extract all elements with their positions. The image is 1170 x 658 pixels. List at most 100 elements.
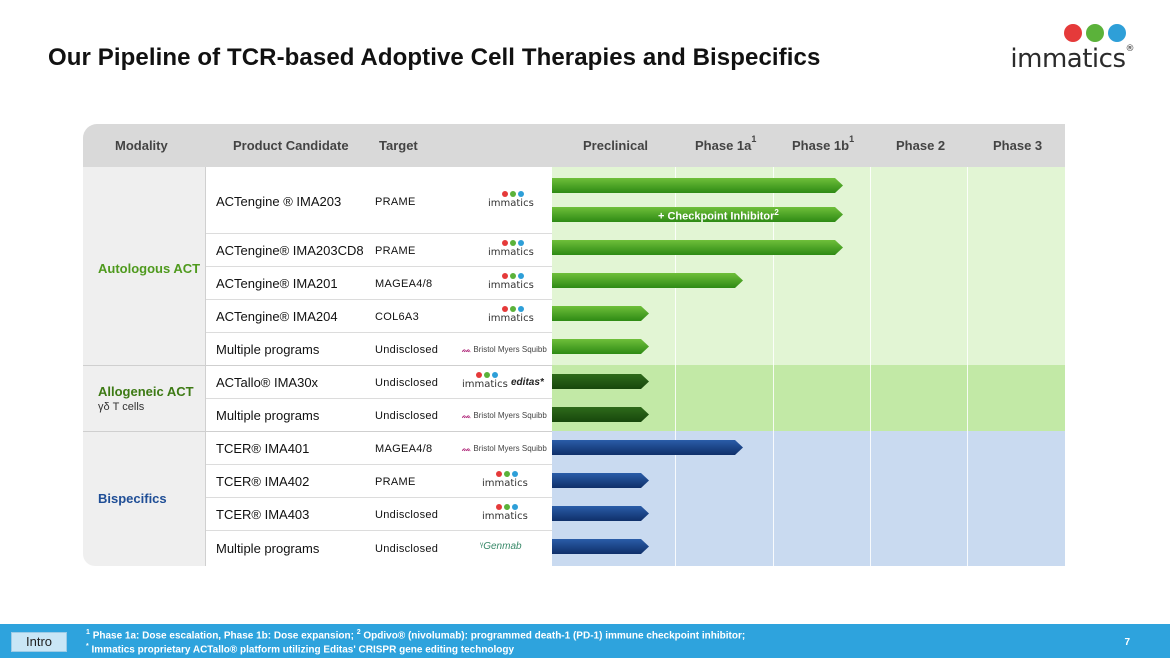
phase-divider bbox=[870, 167, 871, 566]
partner-dot-blue bbox=[518, 306, 524, 312]
pipeline-bar bbox=[552, 273, 743, 288]
pipeline-bar bbox=[552, 473, 649, 488]
page-title: Our Pipeline of TCR-based Adoptive Cell … bbox=[48, 44, 821, 71]
header-phase1a-text: Phase 1a bbox=[695, 138, 752, 153]
immatics-logo: immatics® bbox=[1010, 24, 1136, 74]
partner-logo-text: Genmab bbox=[483, 541, 522, 552]
row-divider bbox=[206, 398, 552, 399]
logo-dot-blue bbox=[1108, 24, 1126, 42]
phase-bg-autologous bbox=[552, 167, 1065, 365]
partner-logo-immatics: immatics bbox=[488, 273, 534, 291]
footnote-3-text: Immatics proprietary ACTallo® platform u… bbox=[91, 644, 515, 656]
logo-text: immatics bbox=[1010, 44, 1126, 74]
candidate-name: Multiple programs bbox=[216, 541, 320, 556]
partner-logo-text: immatics bbox=[488, 198, 534, 209]
phase-divider bbox=[675, 167, 676, 566]
target-name: COL6A3 bbox=[375, 311, 419, 323]
partner-logo-text: immatics bbox=[482, 478, 528, 489]
partner-logo-immatics: immatics bbox=[488, 240, 534, 258]
header-phase3: Phase 3 bbox=[993, 138, 1043, 153]
header-product: Product Candidate bbox=[233, 138, 349, 153]
partner-logo-text: Bristol Myers Squibb bbox=[473, 345, 547, 354]
partner-dot-blue bbox=[518, 273, 524, 279]
partner-logo-text: immatics bbox=[488, 313, 534, 324]
partner-dot-green bbox=[510, 273, 516, 279]
modality-cell-autologous bbox=[83, 167, 206, 365]
partner-dot-blue bbox=[518, 240, 524, 246]
pipeline-bar bbox=[552, 539, 649, 554]
header-phase1b-text: Phase 1b bbox=[792, 138, 850, 153]
group-label-allogeneic: Allogeneic ACT bbox=[98, 384, 194, 399]
partner-dot-green bbox=[484, 372, 490, 378]
partner-logo-dots bbox=[476, 372, 500, 379]
candidate-name: ACTengine® IMA203CD8 bbox=[216, 243, 364, 258]
partner-dot-red bbox=[476, 372, 482, 378]
header-phase1a-sup: 1 bbox=[751, 134, 757, 144]
target-name: Undisclosed bbox=[375, 344, 439, 356]
pipeline-bar bbox=[552, 178, 843, 193]
pipeline-bar bbox=[552, 207, 843, 222]
partner-logo-immatics: immatics bbox=[482, 471, 528, 489]
footnote-line-2: * Immatics proprietary ACTallo® platform… bbox=[86, 643, 514, 655]
row-divider bbox=[206, 233, 552, 234]
header-preclinical: Preclinical bbox=[583, 138, 649, 153]
target-name: MAGEA4/8 bbox=[375, 278, 433, 290]
pipeline-bar bbox=[552, 339, 649, 354]
logo-registered: ® bbox=[1125, 44, 1135, 54]
checkpoint-inhibitor-label: + Checkpoint Inhibitor2 bbox=[658, 208, 779, 223]
row-divider bbox=[206, 497, 552, 498]
bms-mark-icon: ᨐ bbox=[462, 411, 472, 420]
row-divider bbox=[206, 530, 552, 531]
partner-logo-immatics: immatics bbox=[488, 191, 534, 209]
target-name: Undisclosed bbox=[375, 509, 439, 521]
partner-logo-text: immatics bbox=[488, 247, 534, 258]
checkpoint-inhibitor-text: + Checkpoint Inhibitor bbox=[658, 210, 775, 223]
row-divider bbox=[206, 332, 552, 333]
page-number: 7 bbox=[1124, 637, 1130, 648]
footer-bar: Intro 1 Phase 1a: Dose escalation, Phase… bbox=[0, 624, 1170, 658]
footnote-3-marker: * bbox=[86, 643, 89, 650]
partner-logo-dots bbox=[496, 504, 520, 511]
group-sublabel-allogeneic: γδ T cells bbox=[98, 401, 145, 413]
candidate-name: TCER® IMA402 bbox=[216, 474, 310, 489]
partner-dot-green bbox=[504, 471, 510, 477]
phase-divider bbox=[967, 167, 968, 566]
pipeline-bar bbox=[552, 407, 649, 422]
row-divider bbox=[206, 464, 552, 465]
candidate-name: ACTengine® IMA201 bbox=[216, 276, 338, 291]
partner-dot-blue bbox=[518, 191, 524, 197]
partner-logo-editas: editas* bbox=[511, 377, 544, 388]
target-name: Undisclosed bbox=[375, 543, 439, 555]
candidate-name: Multiple programs bbox=[216, 408, 320, 423]
genmab-mark-icon: ᵞ bbox=[480, 541, 484, 552]
pipeline-bar bbox=[552, 440, 743, 455]
partner-logo-dots bbox=[502, 273, 526, 280]
row-divider bbox=[206, 266, 552, 267]
header-phase1a: Phase 1a1 bbox=[695, 124, 756, 167]
partner-dot-green bbox=[510, 240, 516, 246]
partner-logo-dots bbox=[502, 306, 526, 313]
partner-logo-text: immatics bbox=[462, 379, 508, 390]
partner-dot-red bbox=[502, 273, 508, 279]
group-label-autologous: Autologous ACT bbox=[98, 261, 201, 276]
bms-mark-icon: ᨐ bbox=[462, 345, 472, 354]
pipeline-bar bbox=[552, 240, 843, 255]
pipeline-bar bbox=[552, 306, 649, 321]
header-target: Target bbox=[379, 138, 418, 153]
header-phase1b: Phase 1b1 bbox=[792, 124, 854, 167]
footnote-line-1: 1 Phase 1a: Dose escalation, Phase 1b: D… bbox=[86, 629, 745, 641]
intro-tab[interactable]: Intro bbox=[11, 632, 67, 652]
logo-dot-red bbox=[1064, 24, 1082, 42]
partner-dot-blue bbox=[512, 471, 518, 477]
partner-dot-green bbox=[504, 504, 510, 510]
candidate-name: ACTengine® IMA204 bbox=[216, 309, 338, 324]
target-name: PRAME bbox=[375, 196, 416, 208]
partner-logo-immatics: immatics bbox=[462, 372, 508, 390]
partner-logo-genmab: ᵞGenmab bbox=[480, 541, 522, 552]
group-divider bbox=[83, 431, 552, 432]
candidate-name: Multiple programs bbox=[216, 342, 320, 357]
partner-logo-dots bbox=[502, 191, 526, 198]
modality-cell-bispecifics bbox=[83, 431, 206, 566]
bms-mark-icon: ᨐ bbox=[462, 444, 472, 453]
